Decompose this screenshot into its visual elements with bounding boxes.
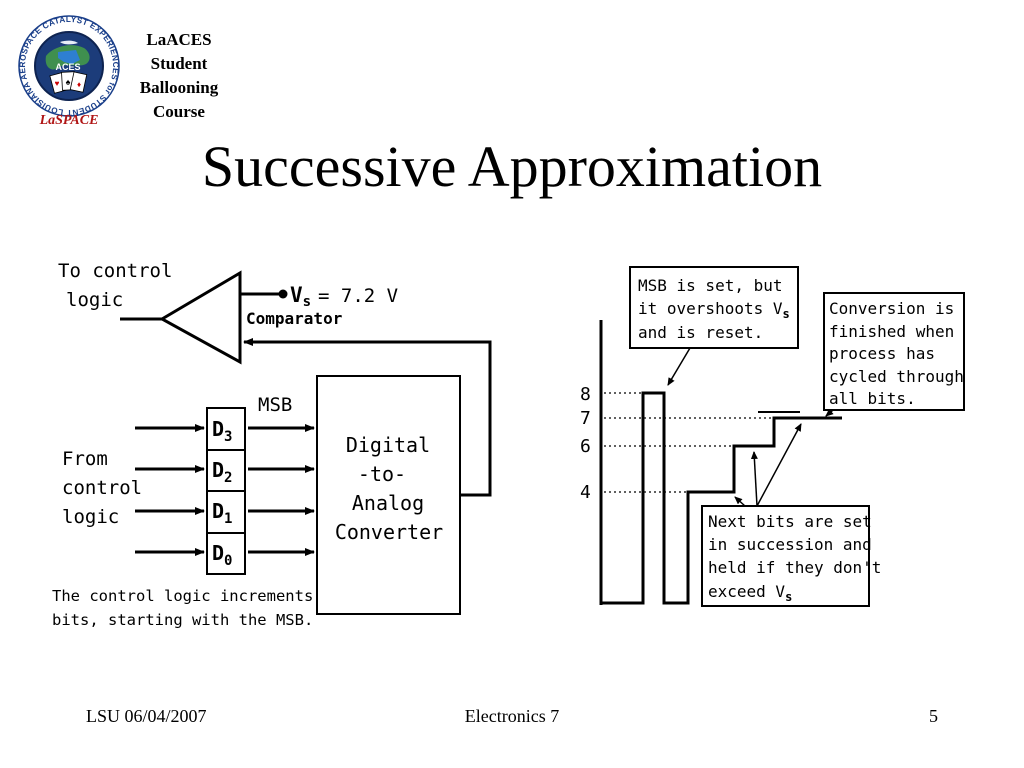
callout-done — [823, 292, 965, 411]
timing-diagram: 8 7 6 4 MSB is set, but it overshoots Vs… — [580, 266, 965, 607]
svg-text:♠: ♠ — [66, 77, 71, 87]
course-title: LaACES Student Ballooning Course — [128, 28, 230, 124]
callout-next-pointer — [734, 496, 746, 507]
block-diagram: To control logic Vs = 7.2 V Comparator D… — [52, 260, 492, 629]
level-label-4: 4 — [580, 482, 591, 503]
callout-next-line: held if they don't — [708, 558, 881, 577]
dac-label: Converter — [335, 520, 443, 544]
sar-diagram: To control logic Vs = 7.2 V Comparator D… — [0, 240, 1024, 660]
bit-d0: D0 — [212, 541, 232, 569]
feedback-wire — [243, 338, 492, 497]
callout-next-pointer — [756, 423, 802, 507]
to-control-label: To control — [58, 260, 172, 282]
callout-done-line: process has — [829, 344, 935, 363]
msb-label: MSB — [258, 394, 292, 416]
callout-next-line: in succession and — [708, 535, 872, 554]
callout-done-line: finished when — [829, 322, 954, 341]
dac-label: Digital — [346, 433, 430, 457]
callout-next — [701, 505, 870, 607]
level-label-8: 8 — [580, 384, 591, 405]
course-line: LaACES — [146, 30, 212, 49]
slide-title: Successive Approximation — [201, 134, 823, 199]
control-logic-note: The control logic increments — [52, 587, 313, 605]
footer-course: Electronics 7 — [464, 706, 560, 726]
callout-msb-line: and is reset. — [638, 323, 763, 342]
from-control-label: logic — [62, 506, 119, 528]
callout-msb-line: it overshoots Vs — [638, 299, 790, 321]
comparator-label: Comparator — [246, 309, 342, 328]
dac-waveform — [601, 391, 842, 605]
vs-value: = 7.2 V — [318, 285, 398, 307]
slide-number: 5 — [929, 706, 938, 726]
callout-next-line: exceed Vs — [708, 582, 792, 604]
callout-done-line: all bits. — [829, 389, 916, 408]
logo-badge: ACES — [55, 62, 80, 72]
vs-node — [278, 289, 288, 299]
footer-date: LSU 06/04/2007 — [86, 706, 207, 726]
to-control-label: logic — [66, 289, 123, 311]
callout-msb-line: MSB is set, but — [638, 276, 783, 295]
course-line: Student — [150, 54, 208, 73]
comparator-symbol — [158, 270, 242, 365]
logo-brand: LaSPACE — [39, 113, 99, 128]
callout-done-pointer — [825, 408, 834, 417]
bit-d2: D2 — [212, 458, 232, 486]
laspace-logo: LOUISIANA AEROSPACE CATALYST EXPERIENCES… — [11, 5, 124, 130]
svg-text:♥: ♥ — [55, 79, 60, 88]
callout-msb — [629, 266, 799, 349]
callout-done-line: cycled through — [829, 367, 964, 386]
course-line: Ballooning — [139, 78, 219, 97]
svg-text:♦: ♦ — [77, 80, 81, 89]
dac-block — [316, 375, 461, 615]
bit-d1: D1 — [212, 499, 232, 527]
from-control-label: control — [62, 477, 142, 499]
vs-label: Vs — [290, 283, 311, 310]
callout-done-line: Conversion is — [829, 299, 954, 318]
callout-next-pointer — [750, 451, 758, 507]
dac-label: Analog — [352, 491, 424, 515]
course-line: Course — [153, 102, 205, 121]
callout-next-line: Next bits are set — [708, 512, 872, 531]
dac-label: -to- — [358, 462, 406, 486]
bit-d3: D3 — [212, 417, 232, 445]
callout-msb-pointer — [667, 347, 691, 386]
from-control-label: From — [62, 448, 108, 470]
control-logic-note: bits, starting with the MSB. — [52, 611, 313, 629]
level-label-6: 6 — [580, 436, 591, 457]
level-label-7: 7 — [580, 408, 591, 429]
